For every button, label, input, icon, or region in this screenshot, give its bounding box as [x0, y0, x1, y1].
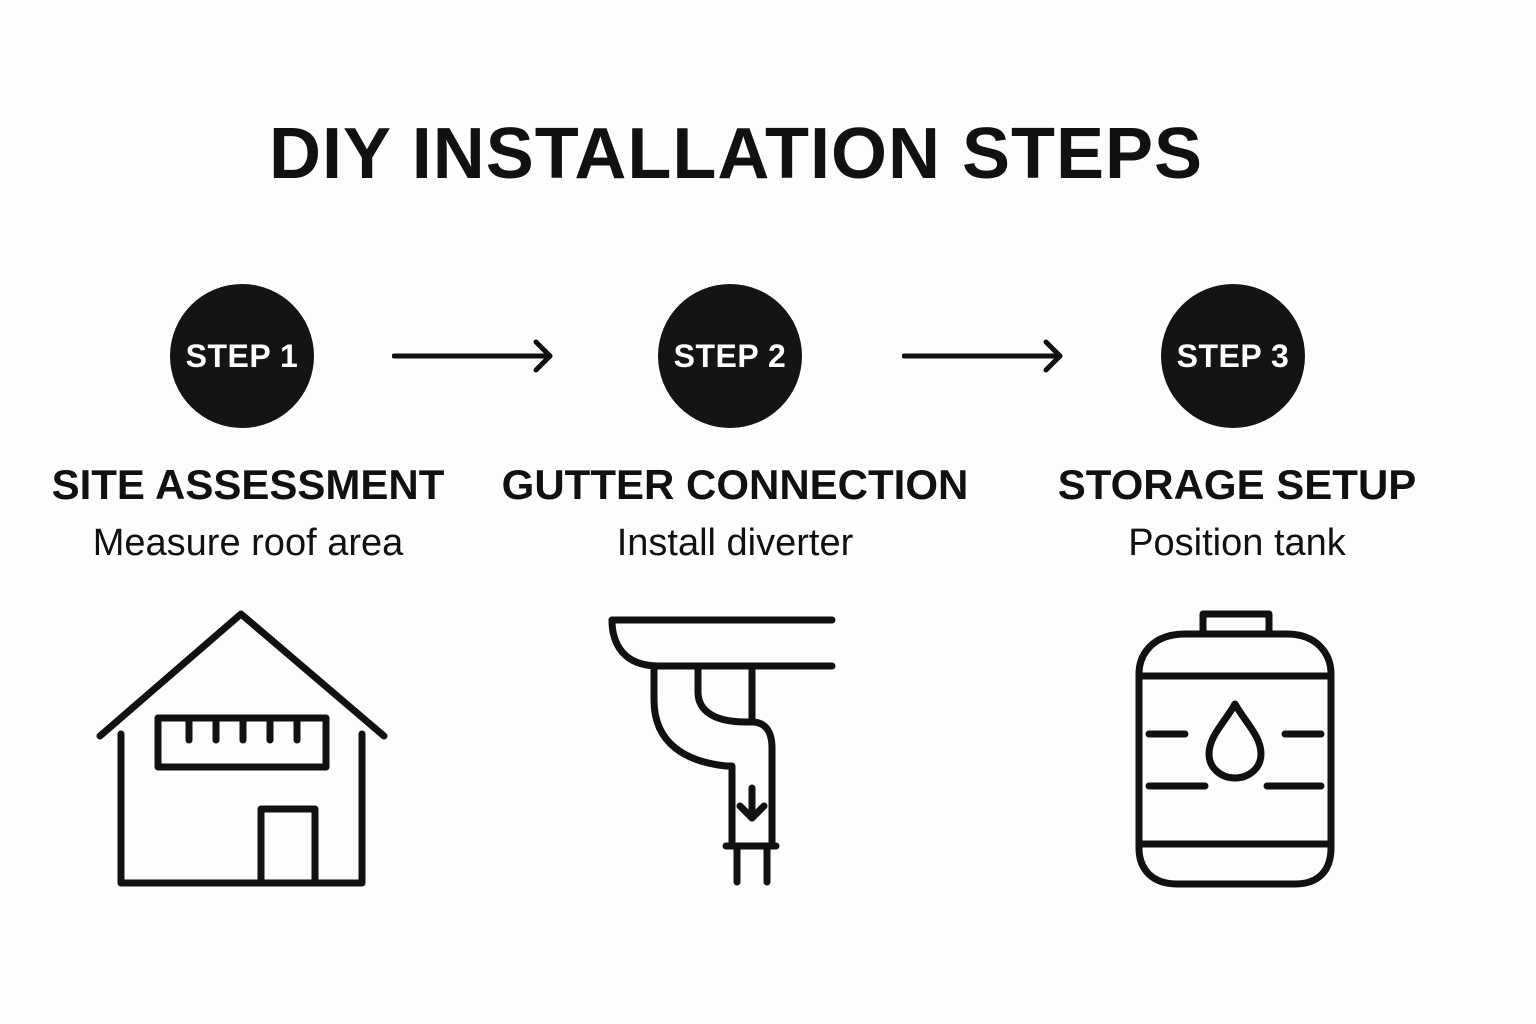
step-3-description: Position tank [1128, 522, 1346, 564]
gutter-downspout-icon [608, 616, 836, 886]
step-3-heading: STORAGE SETUP [1057, 461, 1417, 508]
water-tank-icon [1135, 610, 1335, 888]
step-1-badge: STEP 1 [170, 284, 314, 428]
step-2-heading: GUTTER CONNECTION [501, 461, 969, 508]
step-1-heading: SITE ASSESSMENT [51, 461, 445, 508]
house-measure-icon [96, 610, 388, 887]
step-1-description: Measure roof area [92, 522, 404, 564]
step-2-description: Install diverter [616, 522, 854, 564]
arrow-right-icon [392, 339, 553, 373]
step-2-badge: STEP 2 [658, 284, 802, 428]
step-3-badge: STEP 3 [1161, 284, 1305, 428]
arrow-right-icon [902, 339, 1063, 373]
page-title: DIY INSTALLATION STEPS [268, 114, 1204, 194]
